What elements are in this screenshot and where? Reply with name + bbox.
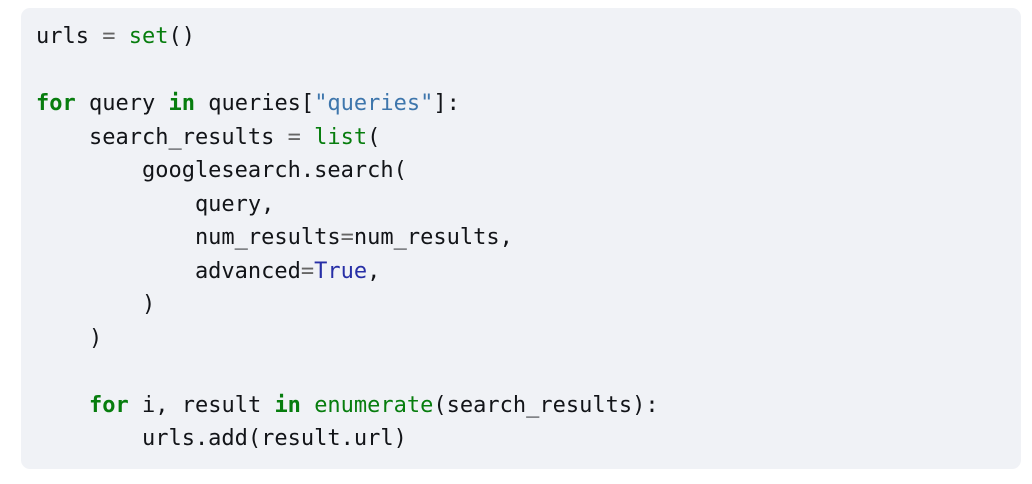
- code-token-keyword: in: [274, 392, 301, 418]
- code-token-builtin: set: [128, 24, 169, 49]
- code-token-string: "queries": [314, 91, 434, 116]
- code-token-default: [115, 24, 128, 49]
- code-token-constant: True: [314, 258, 368, 284]
- code-token-default: num_results: [36, 225, 341, 250]
- code-token-default: (): [168, 24, 195, 49]
- code-content: urls = set() for query in queries["queri…: [36, 20, 1005, 456]
- code-token-default: ,: [367, 258, 381, 284]
- code-token-default: advanced: [36, 258, 301, 284]
- code-token-builtin: list: [314, 124, 368, 150]
- code-token-default: urls.add(result.url): [36, 426, 407, 451]
- python-code-block: urls = set() for query in queries["queri…: [21, 8, 1021, 469]
- code-token-default: (search_results):: [433, 392, 659, 418]
- code-token-default: query,: [36, 191, 275, 217]
- code-token-keyword: in: [168, 91, 195, 116]
- code-token-operator: =: [300, 258, 315, 284]
- code-token-default: queries[: [194, 91, 315, 116]
- code-token-default: ): [36, 325, 103, 351]
- code-token-builtin: enumerate: [314, 392, 434, 418]
- code-token-default: search_results: [36, 124, 288, 150]
- code-token-operator: =: [340, 225, 354, 250]
- code-token-keyword: for: [88, 392, 129, 418]
- code-token-default: ): [36, 292, 156, 317]
- code-token-default: [36, 393, 89, 418]
- code-token-default: ]:: [433, 91, 460, 116]
- code-token-keyword: for: [36, 91, 76, 116]
- code-token-operator: =: [102, 24, 116, 49]
- code-token-default: (: [367, 124, 381, 150]
- code-token-default: urls: [36, 24, 103, 49]
- code-token-default: googlesearch.search(: [36, 158, 407, 183]
- code-token-default: num_results,: [353, 225, 513, 250]
- code-token-default: i, result: [128, 392, 275, 418]
- code-token-default: query: [75, 91, 169, 116]
- code-token-default: [301, 125, 314, 150]
- code-token-default: [301, 393, 314, 418]
- code-token-operator: =: [287, 124, 301, 150]
